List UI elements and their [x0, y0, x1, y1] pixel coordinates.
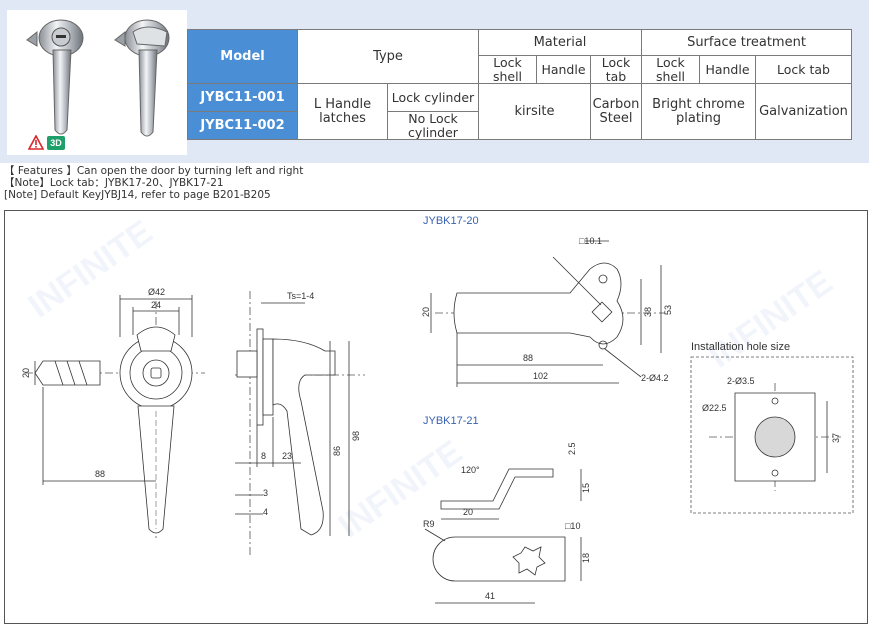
header-surface: Surface treatment	[641, 29, 852, 56]
dim-h35: 2-Ø3.5	[727, 376, 755, 386]
dim-d8: 8	[261, 451, 266, 461]
header-material: Material	[478, 29, 642, 56]
dim-ts: Ts=1-4	[287, 291, 314, 301]
dim-a120: 120°	[461, 465, 480, 475]
3d-badge[interactable]: 3D	[47, 136, 65, 150]
drawing-frame: Ø42 24 20 88 Ts=1-4 8 23 86 98 3 4	[4, 210, 868, 624]
dim-d41: 41	[485, 591, 495, 601]
type-variant-cell: No Lock cylinder	[387, 111, 479, 140]
dim-d25: 2.5	[567, 442, 577, 455]
dim-d102: 102	[533, 371, 548, 381]
header-model: Model	[187, 29, 298, 84]
subheader-lock-tab: Lock tab	[590, 55, 642, 84]
product-image	[26, 19, 170, 137]
dim-hole42: 2-Ø4.2	[641, 373, 669, 383]
dim-d18: 18	[581, 553, 591, 563]
dim-r9: R9	[423, 519, 435, 529]
dim-d24: 24	[151, 300, 161, 310]
subheader-lock-shell: Lock shell	[641, 55, 700, 84]
dim-d37: 37	[831, 433, 841, 443]
dim-sq10: □10	[565, 521, 580, 531]
dim-d23: 23	[282, 451, 292, 461]
dim-d3: 3	[263, 488, 268, 498]
note-lock-tab: 【Note】Lock tab：JYBK17-20、JYBK17-21	[4, 177, 224, 189]
dim-d20b: 20	[421, 307, 431, 317]
model-cell: JYBC11-001	[187, 83, 298, 112]
dim-d20c: 20	[463, 507, 473, 517]
spec-table: Model Type Material Surface treatment Lo…	[187, 29, 852, 140]
dim-d225: Ø22.5	[702, 403, 727, 413]
product-photo	[7, 10, 187, 155]
dim-d88b: 88	[523, 353, 533, 363]
surface-tab-cell: Galvanization	[755, 83, 852, 140]
jybk1721-view: JYBK17-21 120° 2.5 15 20 R9 □10 18 41	[423, 415, 591, 604]
dim-d53: 53	[663, 305, 673, 315]
install-view: Installation hole size 2-Ø3.5 Ø22.5 37	[690, 341, 854, 514]
dim-d42: Ø42	[148, 287, 165, 297]
model-cell: JYBC11-002	[187, 111, 298, 140]
note-features: 【 Features 】Can open the door by turning…	[4, 165, 304, 177]
type-variant-cell: Lock cylinder	[387, 83, 479, 112]
note-default-key: [Note] Default KeyJYBJ14, refer to page …	[4, 189, 271, 201]
surface-shell-handle-cell: Bright chrome plating	[641, 83, 756, 140]
dim-sq101: □10.1	[579, 236, 602, 246]
notes: 【 Features 】Can open the door by turning…	[4, 165, 303, 201]
dim-d86: 86	[332, 446, 342, 456]
subheader-lock-tab: Lock tab	[755, 55, 852, 84]
dim-d4: 4	[263, 507, 268, 517]
header-type: Type	[297, 29, 479, 84]
technical-drawing: Ø42 24 20 88 Ts=1-4 8 23 86 98 3 4	[21, 215, 854, 604]
jybk1720-view: JYBK17-20 □10.1 20 38 53 88 102 2-Ø4.2	[421, 215, 673, 387]
dim-d38: 38	[643, 307, 653, 317]
material-shell-handle-cell: kirsite	[478, 83, 591, 140]
dim-d20a: 20	[21, 368, 31, 378]
dim-d98: 98	[351, 431, 361, 441]
side-view: Ts=1-4 8 23 86 98 3 4	[235, 291, 365, 556]
jybk1721-title: JYBK17-21	[423, 415, 479, 427]
subheader-handle: Handle	[536, 55, 591, 84]
dim-d15: 15	[581, 483, 591, 493]
subheader-lock-shell: Lock shell	[478, 55, 537, 84]
type-main-cell: L Handle latches	[297, 83, 388, 140]
install-title: Installation hole size	[691, 341, 790, 353]
jybk1720-title: JYBK17-20	[423, 215, 479, 227]
warning-icon	[28, 135, 44, 150]
dim-d88a: 88	[95, 469, 105, 479]
material-tab-cell: Carbon Steel	[590, 83, 642, 140]
subheader-handle: Handle	[699, 55, 756, 84]
front-view: Ø42 24 20 88	[21, 287, 205, 541]
